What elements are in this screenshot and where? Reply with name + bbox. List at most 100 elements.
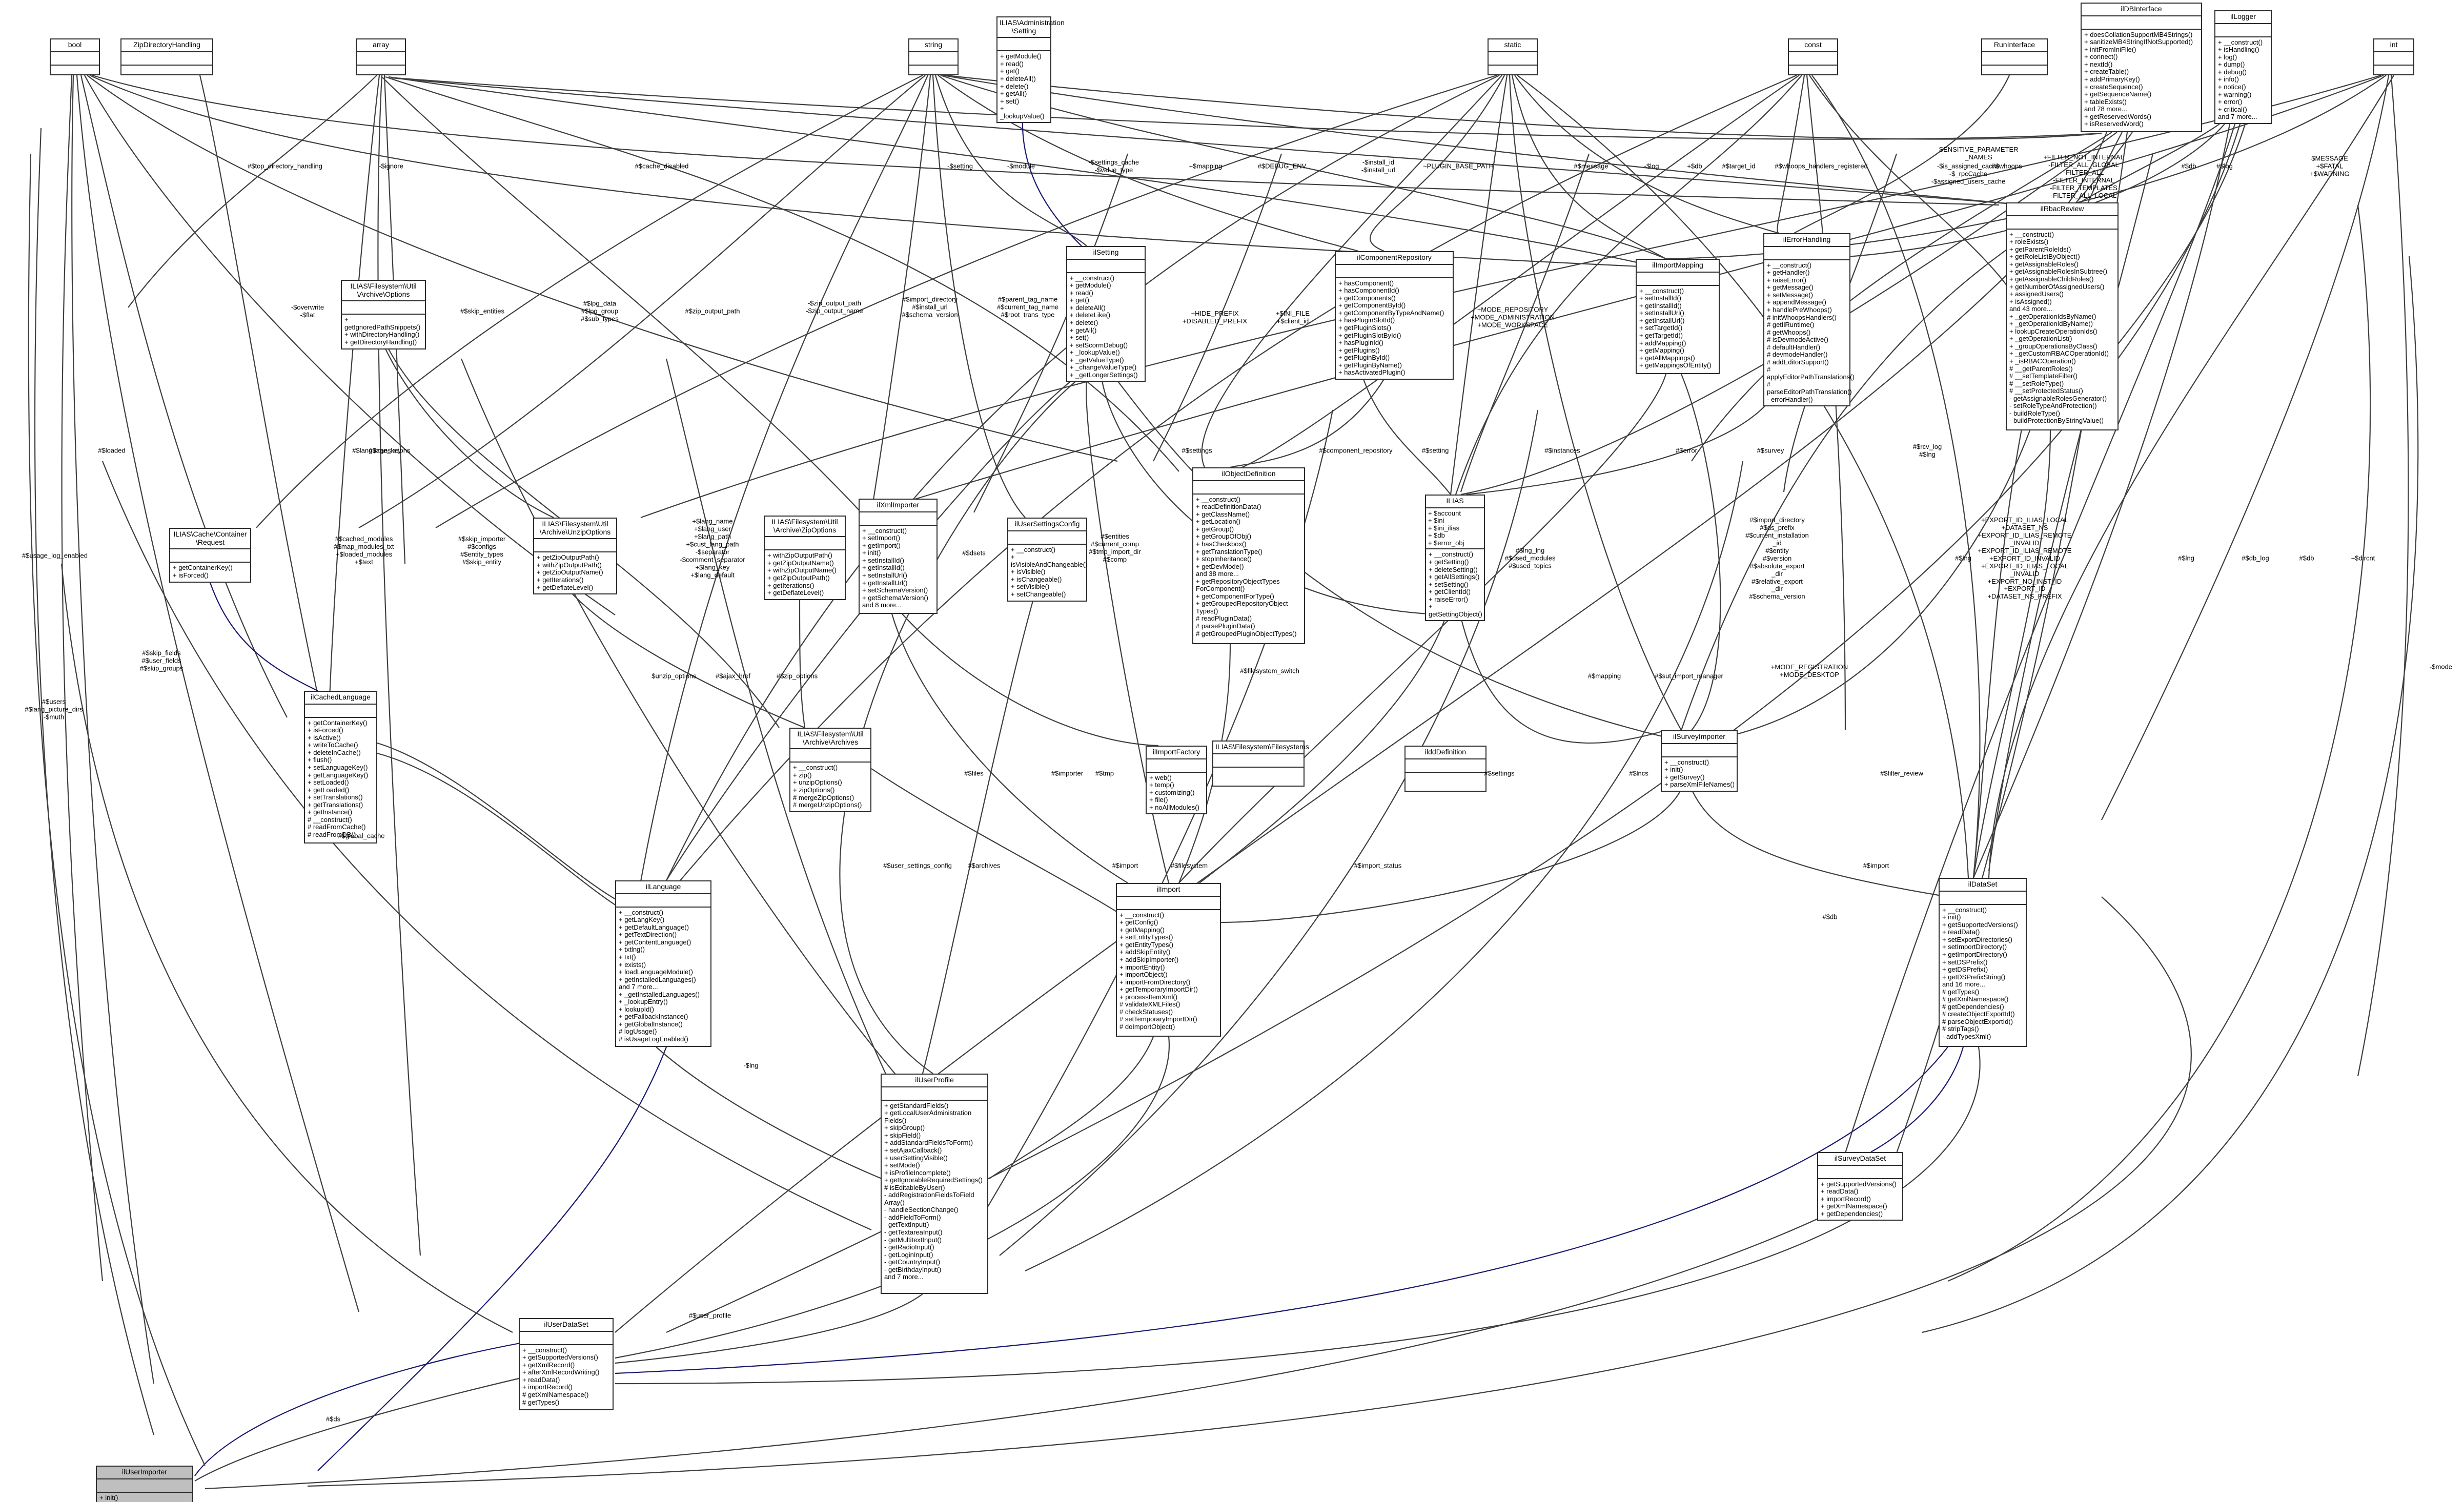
- class-node[interactable]: ilImport+ __construct() + getConfig() + …: [1116, 883, 1221, 1037]
- class-node[interactable]: ilObjectDefinition+ __construct() + read…: [1192, 467, 1305, 644]
- edge-label: +FILTER_NOT_INTERNAL -FILTER_ALL_GLOBAL …: [2043, 153, 2124, 199]
- class-node[interactable]: ilRbacReview+ __construct() + roleExists…: [2006, 202, 2119, 430]
- edge-label: -$install_id -$install_url: [1361, 158, 1396, 174]
- class-node[interactable]: int: [2373, 38, 2414, 75]
- class-node[interactable]: ilddDefinition: [1404, 746, 1486, 792]
- class-node[interactable]: ilUserSettingsConfig+ __construct() + is…: [1007, 518, 1087, 602]
- class-node-title: ILIAS\Filesystem\Util \Archive\UnzipOpti…: [534, 519, 616, 540]
- class-node-operations: + __construct() + init() + getSupportedV…: [1942, 906, 2018, 1040]
- edge-label: #$filesystem_switch: [1240, 667, 1299, 675]
- class-node-operations: [2374, 66, 2413, 69]
- class-node[interactable]: ilUserDataSet+ __construct() + getSuppor…: [519, 1318, 614, 1410]
- edge-label: #$entities #$current_comp #$tmp_import_d…: [1089, 532, 1141, 563]
- class-node[interactable]: bool: [50, 38, 100, 75]
- class-node-title: ilUserDataSet: [520, 1319, 613, 1332]
- class-node[interactable]: ilImportMapping+ __construct() + setInst…: [1636, 259, 1720, 374]
- edge-label: #$users #$lang_picture_dirs -$muth: [25, 697, 83, 721]
- class-node[interactable]: ilErrorHandling+ __construct() + getHand…: [1763, 233, 1855, 407]
- class-node-operations: + __construct() + getConfig() + getMappi…: [1119, 911, 1198, 1031]
- class-node[interactable]: ILIAS\Filesystem\Util \Archive\ZipOption…: [764, 516, 846, 600]
- edge-label: #$message: [1574, 162, 1608, 170]
- edge-label: SENSITIVE_PARAMETER _NAMES: [1939, 146, 2019, 161]
- class-node[interactable]: ilLanguage+ __construct() + getLangKey()…: [615, 880, 711, 1047]
- class-node[interactable]: ilSetting+ __construct() + getModule() +…: [1066, 246, 1146, 382]
- class-node-attributes: [1117, 897, 1220, 910]
- class-node-attributes: [1406, 759, 1485, 773]
- class-node-title: ILIAS\Filesystem\Util \Archive\Options: [342, 281, 425, 302]
- class-node[interactable]: ilCachedLanguage+ getContainerKey() + is…: [304, 691, 377, 843]
- class-node[interactable]: ilUserProfile + getStandardFields() + get…: [881, 1074, 988, 1294]
- class-node-attributes: [2215, 24, 2271, 37]
- edge-label: #$cache_disabled: [635, 162, 689, 170]
- class-node[interactable]: ilDBInterface+ doesCollationSupportMB4St…: [2081, 3, 2202, 132]
- class-node-title: ilObjectDefinition: [1193, 468, 1304, 481]
- class-node[interactable]: ilXmlImporter + __construct() + setImport…: [859, 499, 938, 614]
- class-node-attributes: [51, 52, 99, 66]
- class-node-title: ilSetting: [1067, 247, 1145, 260]
- class-node-title: ilUserImporter: [97, 1467, 192, 1479]
- class-node[interactable]: ILIAS\Filesystem\Util \Archive\Archives+…: [789, 728, 871, 812]
- class-node[interactable]: ZipDirectoryHandling: [120, 38, 213, 75]
- class-node[interactable]: ilComponentRepository+ hasComponent() + …: [1335, 251, 1454, 380]
- edge-label: #$db: [2299, 554, 2314, 562]
- class-node[interactable]: ilSurveyDataSet+ getSupportedVersions() …: [1817, 1152, 1903, 1221]
- class-node-title: ilUserProfile: [882, 1075, 987, 1087]
- class-node[interactable]: ILIAS\Administration \Setting+ getModule…: [996, 16, 1065, 124]
- class-node[interactable]: ilImportFactory + web() + temp() + custom…: [1146, 746, 1207, 815]
- class-node-attributes: [2082, 16, 2201, 30]
- class-node-title: ILIAS\Administration \Setting: [997, 17, 1065, 38]
- class-node-operations: [1406, 773, 1485, 776]
- class-node-operations: + __construct() + getLangKey() + getDefa…: [619, 908, 700, 1043]
- edge-label: #$target_id: [1722, 162, 1756, 170]
- class-node-title: ilCachedLanguage: [305, 692, 376, 705]
- class-node-attributes: [1147, 759, 1206, 773]
- class-node[interactable]: ILIAS\Cache\Container \Request+ getConta…: [169, 528, 251, 583]
- class-node-title: ilXmlImporter: [860, 500, 936, 512]
- edge-label: #$settings: [1182, 446, 1212, 455]
- class-node[interactable]: ilSurveyImporter+ __construct() + init()…: [1661, 730, 1738, 792]
- class-node[interactable]: RunInterface: [1981, 38, 2048, 75]
- edge-label: +MODE_REGISTRATION +MODE_DESKTOP: [1770, 663, 1848, 678]
- edge-label: #$global_cache: [338, 832, 385, 840]
- class-node[interactable]: ILIAS\Filesystem\Util \Archive\UnzipOpti…: [533, 518, 617, 595]
- class-node-attributes: [1789, 52, 1837, 66]
- class-node-title: ilSurveyDataSet: [1818, 1153, 1902, 1166]
- edge-label: #$log: [2216, 162, 2233, 170]
- class-node-operations: + __construct() + init() + getSurvey() +…: [1664, 758, 1735, 789]
- edge-label: +MODE_REPOSITORY +MODE_ADMINISTRATION +M…: [1470, 305, 1555, 329]
- edge-label: #$setting: [1421, 446, 1449, 455]
- class-node[interactable]: ilUserImporter+ init() + importXmlRepres…: [96, 1466, 193, 1502]
- class-node[interactable]: ILIAS\Filesystem\Util \Archive\Options+ …: [341, 280, 426, 349]
- edge-label: #$rcv_log #$lng: [1912, 443, 1942, 458]
- class-node[interactable]: ilDataSet + __construct() + init() + getS…: [1939, 878, 2027, 1047]
- class-node-operations: [1789, 66, 1837, 69]
- class-node[interactable]: const: [1788, 38, 1838, 75]
- edge-label: #$lng: [1955, 554, 1971, 562]
- class-node-operations: + getStandardFields() + getLocalUserAdmi…: [884, 1101, 983, 1281]
- class-node-operations: + __construct() + setImport() + getImpor…: [862, 526, 928, 609]
- class-node-title: static: [1489, 39, 1537, 52]
- class-node[interactable]: ILIAS\Filesystem\Filesystems: [1212, 740, 1309, 787]
- edge-label: #$whoops: [1991, 162, 2022, 170]
- class-node-attributes: [97, 1479, 192, 1493]
- class-node-title: ilImportFactory: [1147, 747, 1206, 759]
- class-node-attributes: [2374, 52, 2413, 66]
- class-node-title: ilDataSet: [1940, 879, 2026, 892]
- class-node[interactable]: string: [908, 38, 959, 75]
- class-node[interactable]: static: [1488, 38, 1538, 75]
- class-node-attributes: + $account + $ini + $ini_ilias + $db + $…: [1426, 508, 1484, 550]
- class-node-operations: [1213, 768, 1304, 771]
- class-node-operations: + __construct() + roleExists() + getPare…: [2009, 230, 2109, 425]
- edge-label: #$lng_lng #$used_modules #$used_topics: [1504, 546, 1556, 570]
- class-node-attributes: [121, 52, 212, 66]
- edge-label: -$lng: [743, 1061, 759, 1069]
- class-node-operations: [909, 66, 958, 69]
- class-node-operations: + web() + temp() + customizing() + file(…: [1149, 773, 1199, 811]
- edge-label: -$settings_cache -$value_type: [1088, 158, 1139, 174]
- class-node[interactable]: array: [356, 38, 406, 75]
- class-node[interactable]: ilLogger+ __construct() + isHandling() +…: [2214, 10, 2272, 124]
- class-node[interactable]: ILIAS+ $account + $ini + $ini_ilias + $d…: [1425, 495, 1485, 622]
- class-node-attributes: [616, 894, 710, 908]
- edge-label: #$skip_fields #$user_fields #$skip_group…: [139, 649, 184, 672]
- edge-label: #$parent_tag_name #$current_tag_name #$r…: [997, 295, 1058, 319]
